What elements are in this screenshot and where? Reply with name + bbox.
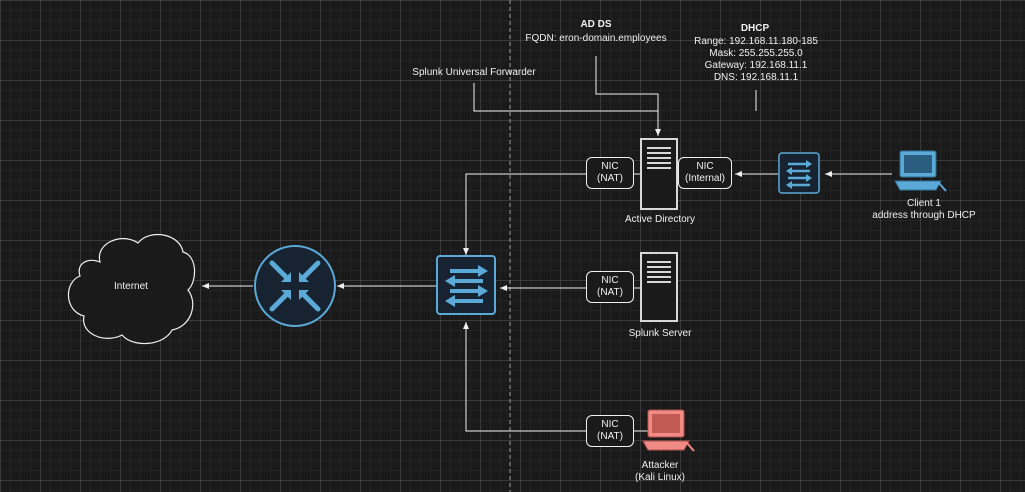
dhcp-mask: Mask: 255.255.255.0 [709, 48, 803, 59]
dhcp-title: DHCP [740, 23, 770, 34]
nic-attacker-nat-line1: NIC [601, 419, 619, 430]
connectors [202, 56, 892, 432]
adds-fqdn: FQDN: eron-domain.employees [525, 33, 667, 44]
nic-ad-nat-line2: (NAT) [597, 173, 623, 184]
nic-ad-nat-line1: NIC [601, 161, 619, 172]
splunk-server-label: Splunk Server [628, 328, 692, 339]
client-workstation-icon [894, 150, 947, 192]
nic-attacker-nat-line2: (NAT) [597, 431, 623, 442]
internal-switch-icon [778, 152, 820, 194]
nic-ad-internal-line1: NIC [696, 161, 714, 172]
router-icon [254, 245, 336, 327]
nic-splunk-nat: NIC (NAT) [586, 271, 634, 303]
nic-attacker-nat: NIC (NAT) [586, 415, 634, 447]
forwarder-label: Splunk Universal Forwarder [412, 67, 536, 78]
core-switch-icon [436, 255, 496, 315]
ad-server-icon [640, 138, 678, 210]
dhcp-range: Range: 192.168.11.180-185 [694, 36, 818, 47]
nic-ad-nat: NIC (NAT) [586, 157, 634, 189]
internet-label: Internet [114, 281, 148, 292]
attacker-label-line1: Attacker [641, 460, 679, 471]
attacker-workstation-icon [642, 409, 695, 452]
nic-splunk-nat-line2: (NAT) [597, 287, 623, 298]
ad-to-core-switch-link [463, 173, 641, 255]
nic-ad-internal-line2: (Internal) [684, 173, 725, 184]
nic-ad-internal: NIC (Internal) [678, 157, 732, 189]
dhcp-dns: DNS: 192.168.11.1 [713, 72, 799, 83]
internet-cloud-icon [67, 234, 196, 345]
forwarder-connector [473, 83, 661, 136]
splunk-server-icon [640, 252, 678, 322]
dhcp-gateway: Gateway: 192.168.11.1 [704, 60, 808, 71]
client-label-line1: Client 1 [907, 198, 941, 209]
client-label-line2: address through DHCP [872, 210, 976, 221]
active-directory-label: Active Directory [624, 214, 695, 225]
adds-title: AD DS [580, 19, 612, 30]
nic-splunk-nat-line1: NIC [601, 275, 619, 286]
adds-connector [595, 56, 659, 136]
attacker-label-line2: (Kali Linux) [634, 472, 686, 483]
